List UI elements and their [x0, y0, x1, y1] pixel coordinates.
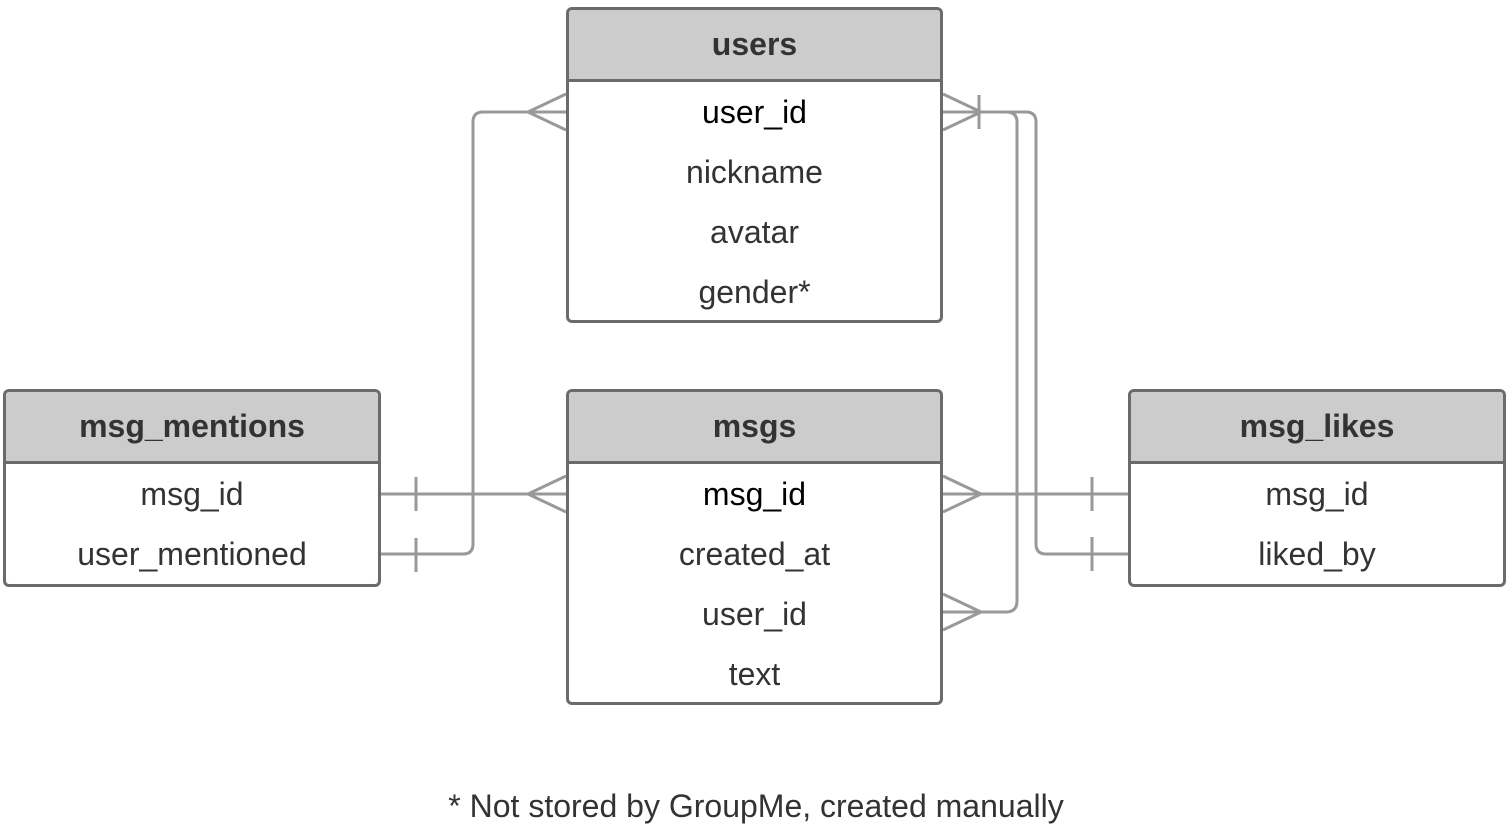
field-avatar: avatar	[710, 213, 799, 250]
entity-header: msgs	[569, 392, 940, 464]
field-user-id: user_id	[702, 93, 807, 130]
crow-foot-users-right	[942, 92, 983, 132]
entity-header: msg_likes	[1131, 392, 1503, 464]
crow-foot-msgs-userid	[942, 592, 983, 632]
connector-liked-by-to-users	[943, 110, 1128, 556]
connector-msgs-userid-to-users	[943, 110, 1019, 614]
entity-header: users	[569, 10, 940, 82]
entity-msg-mentions: msg_mentions msg_id user_mentioned	[3, 389, 381, 587]
field-gender: gender*	[698, 273, 811, 310]
entity-users: users user_id nickname avatar gender*	[566, 7, 943, 323]
entity-msg-likes: msg_likes msg_id liked_by	[1128, 389, 1506, 587]
field-user-id: user_id	[702, 595, 807, 632]
field-msg-id: msg_id	[140, 475, 244, 512]
crow-foot-msgs-left	[526, 474, 567, 514]
entity-header: msg_mentions	[6, 392, 378, 464]
field-nickname: nickname	[686, 153, 823, 190]
field-text: text	[728, 655, 781, 692]
field-msg-id: msg_id	[1265, 475, 1369, 512]
crow-foot-msgs-right	[942, 474, 983, 514]
field-user-mentioned: user_mentioned	[77, 535, 307, 572]
field-msg-id: msg_id	[702, 475, 807, 512]
field-created-at: created_at	[678, 535, 831, 572]
entity-msgs: msgs msg_id created_at user_id text	[566, 389, 943, 705]
field-liked-by: liked_by	[1258, 535, 1376, 572]
footnote: * Not stored by GroupMe, created manuall…	[448, 788, 1064, 824]
crow-foot-users-left	[526, 92, 567, 132]
connector-user-mentioned-to-users	[381, 110, 566, 556]
